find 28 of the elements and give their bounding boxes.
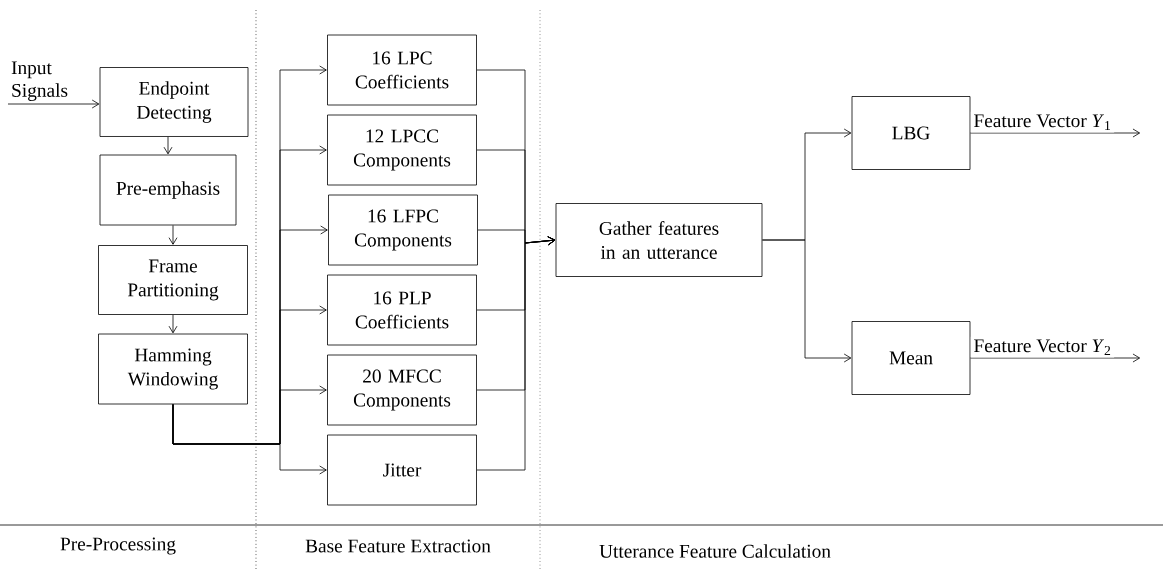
arrow — [163, 136, 173, 155]
arrow — [970, 353, 1141, 363]
arrow — [168, 225, 178, 245]
arrow — [970, 128, 1141, 138]
process-box: Jitter — [327, 434, 477, 506]
stage-label: Base Feature Extraction — [305, 539, 491, 553]
process-box: 16 LPC Coefficients — [327, 34, 477, 106]
process-box: Mean — [851, 321, 971, 395]
edge-label: Feature Vector Y$_{1}$ — [970, 111, 1115, 133]
process-box: 12 LPCC Components — [327, 114, 477, 186]
arrow — [172, 404, 327, 475]
process-box: Frame Partitioning — [98, 245, 248, 315]
stage-label: Pre-Processing — [60, 537, 176, 555]
process-box: LBG — [851, 96, 971, 170]
process-box: Endpoint Detecting — [99, 67, 249, 137]
edge-label: Feature Vector Y$_{2}$ — [970, 336, 1115, 358]
arrow — [762, 239, 852, 363]
process-box: Hamming Windowing — [98, 333, 248, 405]
process-box: 16 PLP Coefficients — [327, 274, 477, 346]
stage-label: Utterance Feature Calculation — [599, 544, 831, 558]
process-box: 16 LFPC Components — [328, 194, 478, 266]
arrow — [7, 99, 100, 109]
arrow — [476, 236, 556, 471]
signal-label: Input Signals — [11, 61, 68, 101]
process-box: Pre-emphasis — [99, 154, 237, 226]
process-box: Gather features in an utterance — [555, 203, 763, 277]
arrow — [168, 314, 178, 334]
process-box: 20 MFCC Components — [327, 354, 477, 426]
